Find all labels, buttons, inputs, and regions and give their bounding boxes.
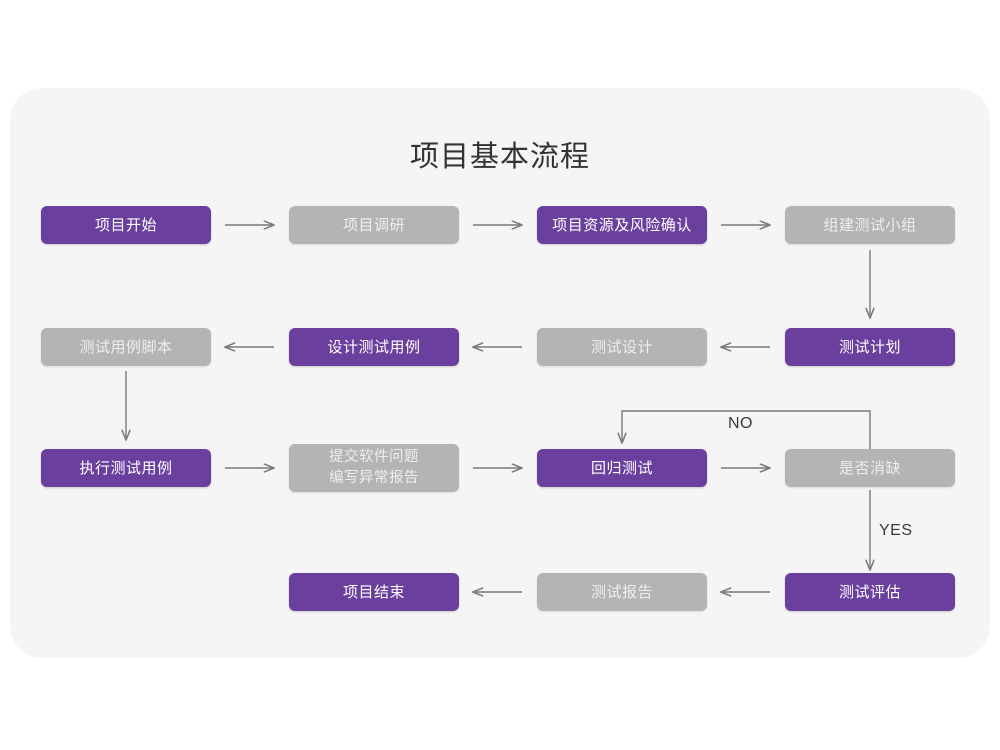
edge-label-yes: YES <box>879 522 913 539</box>
page-title: 项目基本流程 <box>409 141 590 173</box>
node-project-end[interactable]: 项目结束 <box>289 573 459 611</box>
node-regression-test[interactable]: 回归测试 <box>537 449 707 487</box>
edge-label-no: NO <box>728 415 753 432</box>
node-test-evaluation[interactable]: 测试评估 <box>785 573 955 611</box>
node-defect-cleared[interactable]: 是否消缺 <box>785 449 955 487</box>
node-form-test-team[interactable]: 组建测试小组 <box>785 206 955 244</box>
flowchart-card <box>10 88 990 658</box>
node-project-research[interactable]: 项目调研 <box>289 206 459 244</box>
node-design-test-case[interactable]: 设计测试用例 <box>289 328 459 366</box>
node-submit-issue-report[interactable]: 提交软件问题 编写异常报告 <box>289 444 459 492</box>
node-project-start[interactable]: 项目开始 <box>41 206 211 244</box>
node-test-plan[interactable]: 测试计划 <box>785 328 955 366</box>
node-test-report[interactable]: 测试报告 <box>537 573 707 611</box>
node-test-case-script[interactable]: 测试用例脚本 <box>41 328 211 366</box>
node-test-design[interactable]: 测试设计 <box>537 328 707 366</box>
node-resource-risk-confirm[interactable]: 项目资源及风险确认 <box>537 206 707 244</box>
node-execute-test-case[interactable]: 执行测试用例 <box>41 449 211 487</box>
